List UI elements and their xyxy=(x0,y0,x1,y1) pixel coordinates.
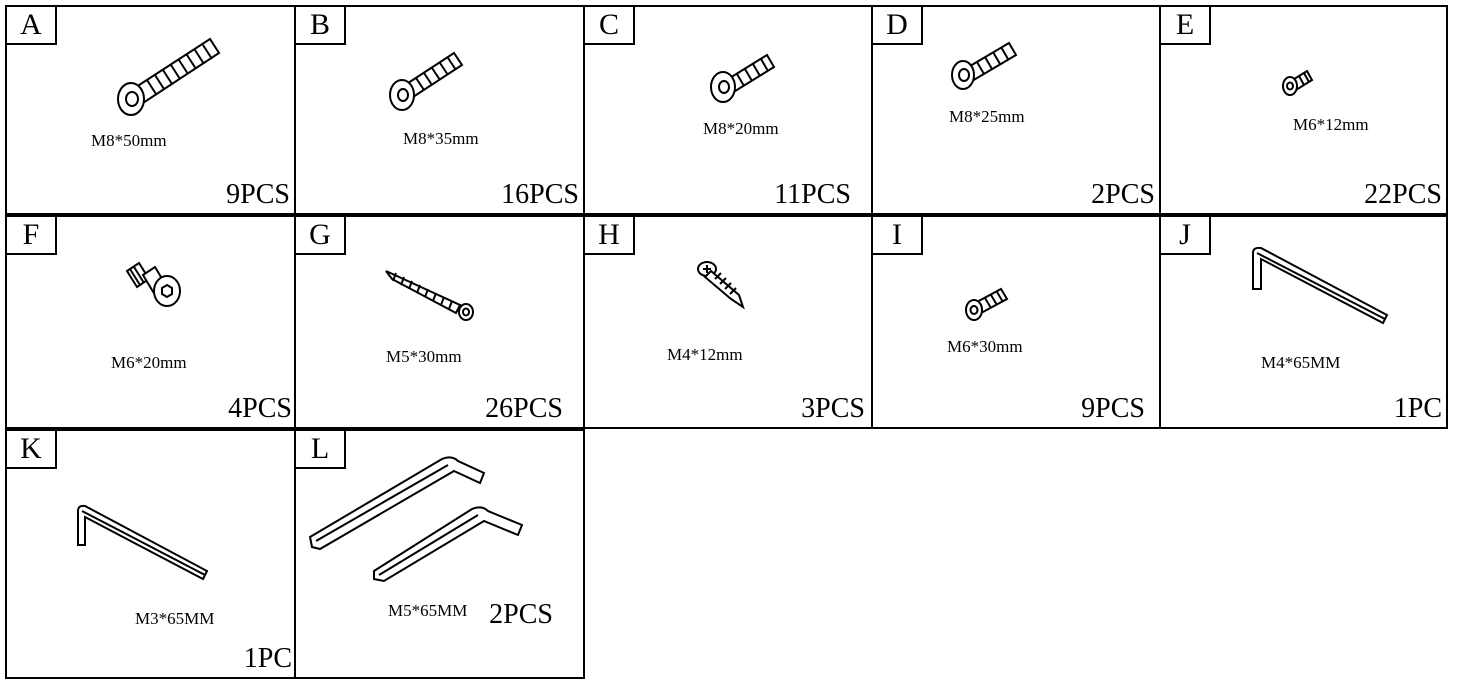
phillips-screw-icon xyxy=(693,257,753,312)
part-letter: H xyxy=(583,215,635,255)
part-quantity: 1PC xyxy=(243,643,292,674)
part-quantity: 3PCS xyxy=(801,393,865,424)
part-cell-f: F M6*20mm 4PCS xyxy=(5,215,296,429)
part-cell-j: J M4*65MM 1PC xyxy=(1159,215,1448,429)
part-cell-a: A M8*50mm 9PCS xyxy=(5,5,296,215)
part-quantity: 1PC xyxy=(1393,393,1442,424)
part-size-label: M6*20mm xyxy=(111,353,187,372)
bolt-medium-icon xyxy=(384,45,474,117)
part-letter: D xyxy=(871,5,923,45)
part-letter: K xyxy=(5,429,57,469)
part-cell-l: L M5*65MM 2PCS xyxy=(294,429,585,679)
part-letter: E xyxy=(1159,5,1211,45)
part-size-label: M5*30mm xyxy=(386,347,462,366)
bolt-long-icon xyxy=(115,27,235,117)
part-letter: C xyxy=(583,5,635,45)
part-letter: J xyxy=(1159,215,1211,255)
part-quantity: 9PCS xyxy=(1081,393,1145,424)
part-cell-d: D M8*25mm 2PCS xyxy=(871,5,1161,215)
part-size-label: M5*65MM xyxy=(388,601,468,620)
part-cell-h: H M4*12mm 3PCS xyxy=(583,215,873,429)
part-letter: A xyxy=(5,5,57,45)
part-letter: L xyxy=(294,429,346,469)
part-letter: B xyxy=(294,5,346,45)
part-size-label: M6*30mm xyxy=(947,337,1023,356)
part-cell-g: G M5*30mm 26PCS xyxy=(294,215,585,429)
flat-head-screw-icon xyxy=(961,283,1017,325)
part-size-label: M4*65MM xyxy=(1261,353,1341,372)
part-size-label: M8*50mm xyxy=(91,131,167,150)
part-letter: I xyxy=(871,215,923,255)
allen-keys-pair-icon xyxy=(306,453,531,583)
part-letter: G xyxy=(294,215,346,255)
bolt-short-icon xyxy=(943,35,1023,100)
bolt-short-icon xyxy=(703,45,783,110)
part-cell-i: I M6*30mm 9PCS xyxy=(871,215,1161,429)
part-cell-c: C M8*20mm 11PCS xyxy=(583,5,873,215)
part-cell-e: E M6*12mm 22PCS xyxy=(1159,5,1448,215)
part-quantity: 22PCS xyxy=(1364,179,1442,210)
flat-head-screw-icon xyxy=(1279,63,1319,97)
part-size-label: M6*12mm xyxy=(1293,115,1369,134)
part-quantity: 2PCS xyxy=(1091,179,1155,210)
part-quantity: 26PCS xyxy=(485,393,563,424)
part-cell-k: K M3*65MM 1PC xyxy=(5,429,296,679)
part-size-label: M3*65MM xyxy=(135,609,215,628)
wood-screw-icon xyxy=(382,265,482,325)
shoulder-bolt-icon xyxy=(119,257,199,312)
allen-key-icon xyxy=(73,503,213,583)
part-size-label: M8*20mm xyxy=(703,119,779,138)
part-cell-b: B M8*35mm 16PCS xyxy=(294,5,585,215)
part-quantity: 4PCS xyxy=(228,393,292,424)
part-quantity: 11PCS xyxy=(774,179,851,210)
part-quantity: 9PCS xyxy=(226,179,290,210)
part-size-label: M4*12mm xyxy=(667,345,743,364)
part-letter: F xyxy=(5,215,57,255)
allen-key-icon xyxy=(1247,245,1397,329)
part-quantity: 16PCS xyxy=(501,179,579,210)
part-size-label: M8*25mm xyxy=(949,107,1025,126)
part-quantity: 2PCS xyxy=(489,599,553,630)
part-size-label: M8*35mm xyxy=(403,129,479,148)
